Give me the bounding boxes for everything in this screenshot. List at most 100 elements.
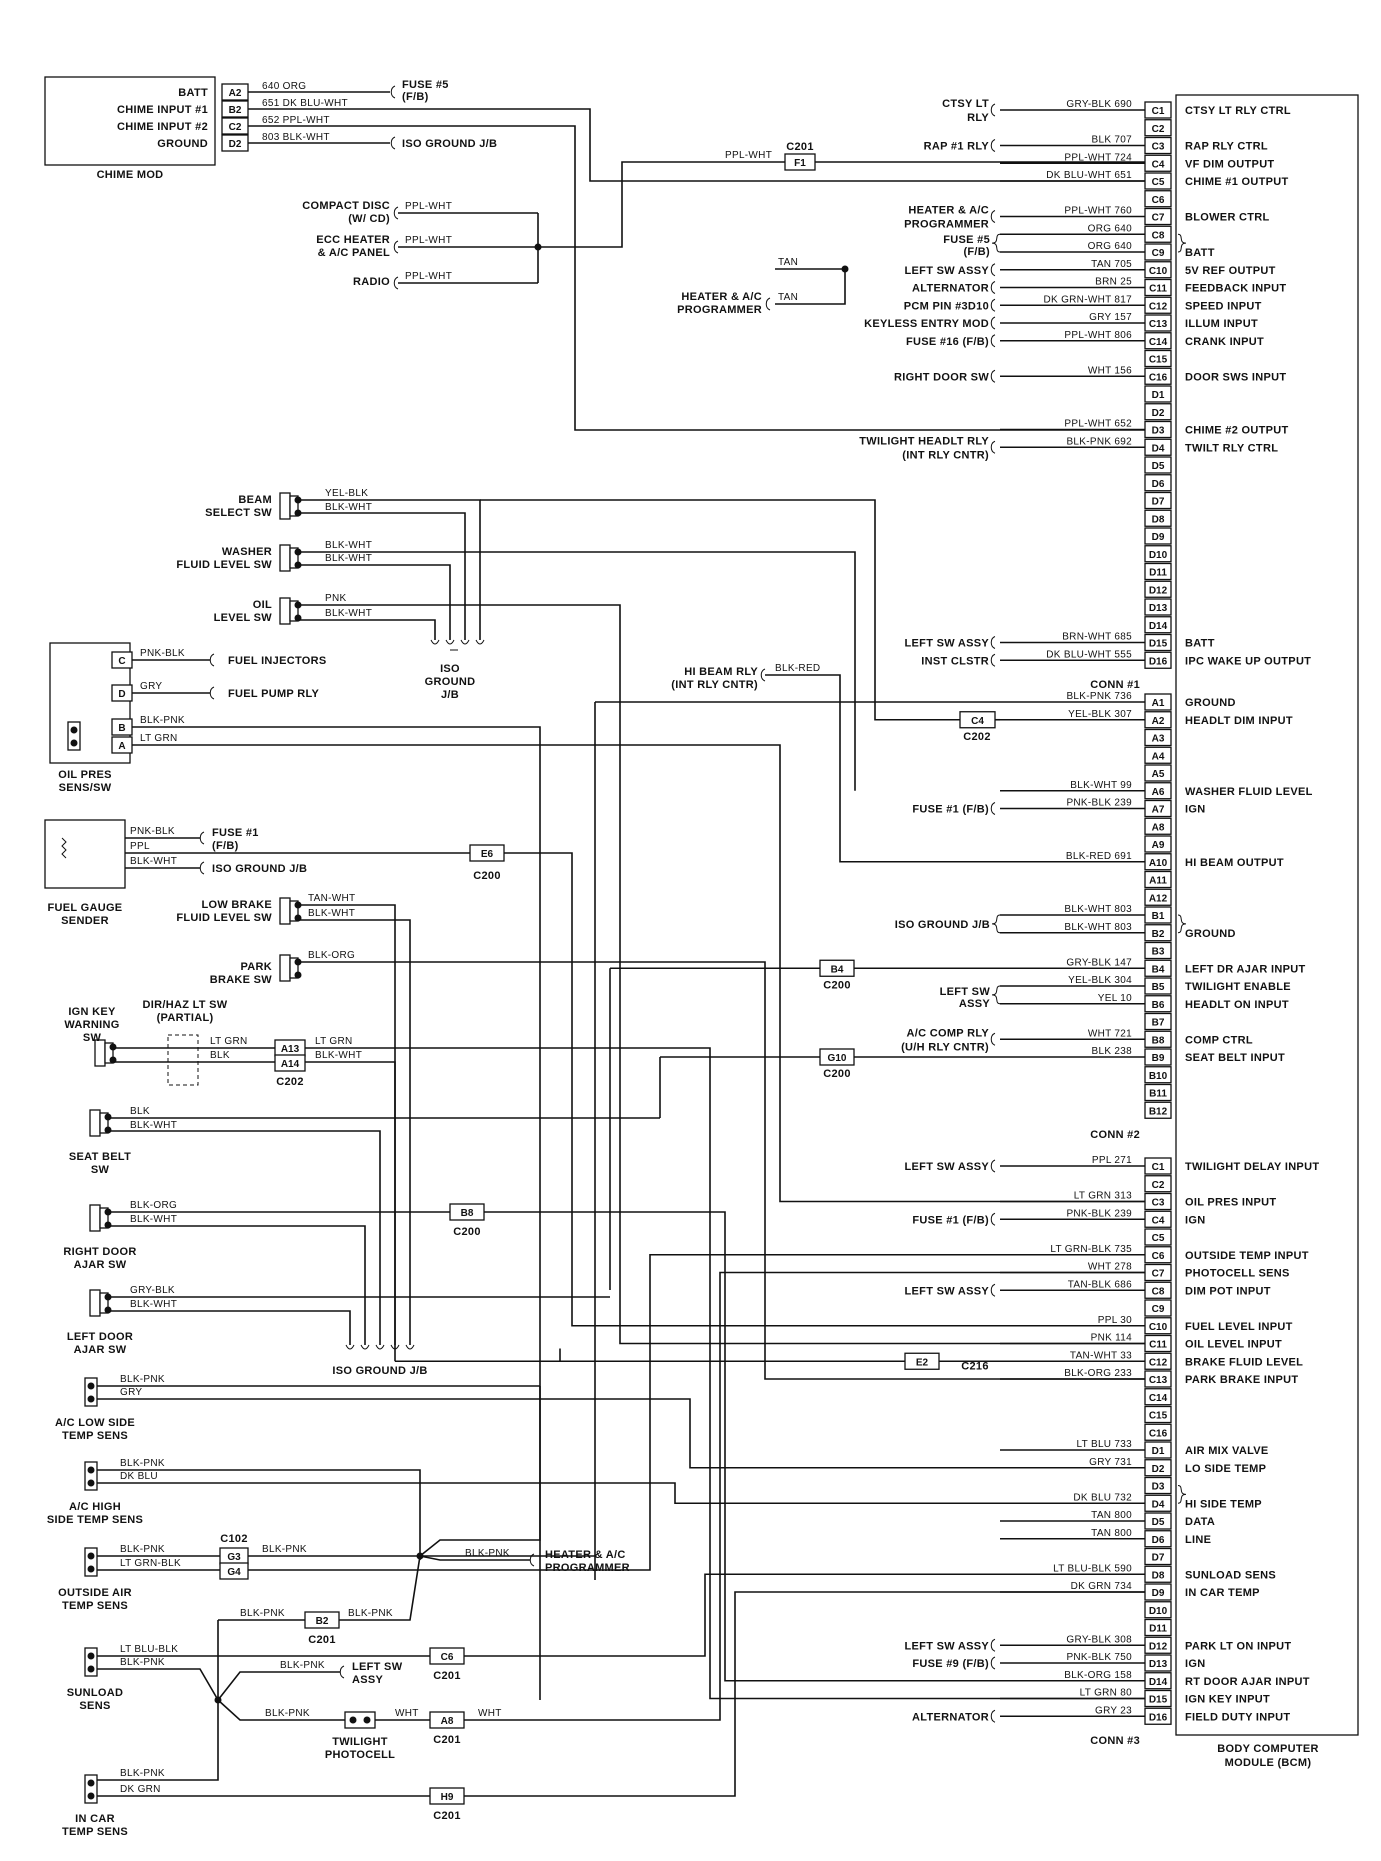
label: BLK-PNK	[280, 1660, 325, 1671]
radio-label: (W/ CD)	[348, 213, 390, 225]
conn2-label: CONN #2	[1090, 1129, 1140, 1141]
wire-color-label: YEL-BLK 304	[1068, 975, 1132, 986]
bcm-function-label: BATT	[1185, 638, 1215, 650]
label: BLK-WHT	[325, 553, 372, 564]
wire-color-label: BLK 238	[1092, 1046, 1133, 1057]
connector-pin-label: D2	[229, 139, 242, 150]
connector-pin-label: D6	[1152, 1535, 1165, 1546]
label: BLK-PNK	[120, 1544, 165, 1555]
connector-pin-label: F1	[794, 158, 806, 169]
wire-color-label: BLK 707	[1092, 135, 1133, 146]
splice-dot	[109, 1043, 117, 1051]
label: PNK	[325, 593, 346, 604]
fuel-gauge-label: FUEL GAUGE	[48, 902, 123, 914]
connector-pin-label: C15	[1149, 355, 1168, 366]
c202-a14-connector	[274, 1054, 306, 1072]
seat-belt-label: SEAT BELT	[69, 1151, 131, 1163]
connector-arrow-icon	[990, 334, 996, 348]
connector-pin-label: A14	[281, 1059, 300, 1070]
connector-pin-label: C14	[1149, 337, 1168, 348]
connector-pin-label: A11	[1149, 876, 1167, 887]
in-car-label: TEMP SENS	[62, 1826, 128, 1838]
connector-pin-label: A5	[1152, 769, 1165, 780]
wire	[480, 499, 960, 721]
wire-color-label: BRN 25	[1095, 277, 1132, 288]
connector-label: C201	[786, 141, 814, 153]
connector-label: C201	[433, 1734, 461, 1746]
connector-arrow-icon	[990, 369, 996, 383]
label: BLK-PNK	[120, 1657, 165, 1668]
bcm-function-label: OUTSIDE TEMP INPUT	[1185, 1250, 1309, 1262]
wire-color-label: LT GRN 80	[1080, 1688, 1132, 1699]
connector-pin-label: D3	[1152, 1482, 1165, 1493]
label: LT GRN	[140, 733, 178, 744]
switch-body	[289, 900, 299, 922]
wire-color-label: BLK-RED 691	[1066, 851, 1132, 862]
connector-pin-label: C4	[1152, 159, 1165, 170]
label: BLK-WHT	[325, 608, 372, 619]
connector-pin-label: C4	[1152, 1215, 1165, 1226]
connector-label: C202	[276, 1076, 304, 1088]
label: BLK-PNK	[348, 1608, 393, 1619]
bcm-pin-B12	[1144, 1101, 1172, 1119]
bcm-function-label: IGN KEY INPUT	[1185, 1694, 1270, 1706]
connector-arrow-icon	[990, 440, 996, 454]
label: GRY	[140, 681, 162, 692]
connector-pin-label: E6	[481, 849, 494, 860]
wire-color-label: WHT 721	[1088, 1028, 1132, 1039]
connector-pin-label: C2	[1152, 1180, 1165, 1191]
wire	[419, 1386, 541, 1557]
connector-arrow-icon	[990, 636, 996, 649]
label: BLK-PNK	[120, 1458, 165, 1469]
wire	[298, 604, 1145, 1345]
connector-arrow-icon	[990, 1212, 996, 1226]
connector-arrow-icon	[199, 861, 205, 875]
label: PNK-BLK	[130, 826, 175, 837]
connector-pin-label: B12	[1149, 1106, 1168, 1117]
bcm-function-label: DATA	[1185, 1516, 1215, 1528]
twilight-label: TWILIGHT	[332, 1736, 388, 1748]
bcm-pin-D9	[1144, 527, 1172, 545]
connector-pin-label: C12	[1149, 301, 1168, 312]
connector-pin-label: H9	[441, 1792, 454, 1803]
connector-pin-label: B2	[1152, 929, 1165, 940]
bcm-pin-D8	[1144, 509, 1172, 527]
label: BLK-PNK	[120, 1374, 165, 1385]
connector-label: C200	[823, 1068, 851, 1080]
label: BLK-PNK	[120, 1768, 165, 1779]
splice-dot	[87, 1652, 95, 1660]
wire	[298, 619, 436, 640]
wire-color-label: TAN 800	[1091, 1510, 1132, 1521]
switch-body	[289, 495, 299, 517]
wire-color-label: PPL 271	[1092, 1155, 1132, 1166]
wire-color-label: YEL 10	[1098, 993, 1132, 1004]
dir-haz-switch-partial	[167, 1034, 199, 1086]
switch-icon	[279, 492, 291, 520]
connector-pin-label: D1	[1152, 1446, 1165, 1457]
radio-label: ECC HEATER	[316, 234, 390, 246]
label: GRY-BLK	[130, 1285, 175, 1296]
connector-pin-label: C16	[1149, 372, 1168, 383]
connector-pin-label: D16	[1149, 1712, 1168, 1723]
wire	[464, 1271, 1145, 1721]
wire-color-label: 651 DK BLU-WHT	[262, 98, 348, 109]
wire-color-label: ORG 640	[1088, 241, 1132, 252]
bcm-pin-D5	[1144, 456, 1172, 474]
wire-color-label: BLK-WHT 803	[1064, 922, 1132, 933]
bcm-function-label: VF DIM OUTPUT	[1185, 158, 1274, 170]
source-label: TWILIGHT HEADLT RLY	[859, 435, 989, 447]
bcm-pin-D11	[1144, 1618, 1172, 1637]
connector-label: C200	[473, 870, 501, 882]
connector-pin-label: B2	[316, 1616, 329, 1627]
bcm-pin-D6	[1144, 474, 1172, 492]
source-label: (F/B)	[963, 246, 990, 258]
bcm-pin-C15	[1144, 349, 1172, 368]
bcm-function-label: LEFT DR AJAR INPUT	[1185, 963, 1306, 975]
wire-color-label: BLK-WHT 803	[1064, 904, 1132, 915]
wire	[217, 1671, 340, 1701]
sunload-label: SUNLOAD	[67, 1687, 124, 1699]
bcm-pin-A4	[1144, 746, 1172, 764]
ground-arc-icon	[360, 1344, 370, 1350]
bcm-pin-A8	[1144, 817, 1172, 835]
connector-pin-label: D10	[1149, 550, 1168, 561]
